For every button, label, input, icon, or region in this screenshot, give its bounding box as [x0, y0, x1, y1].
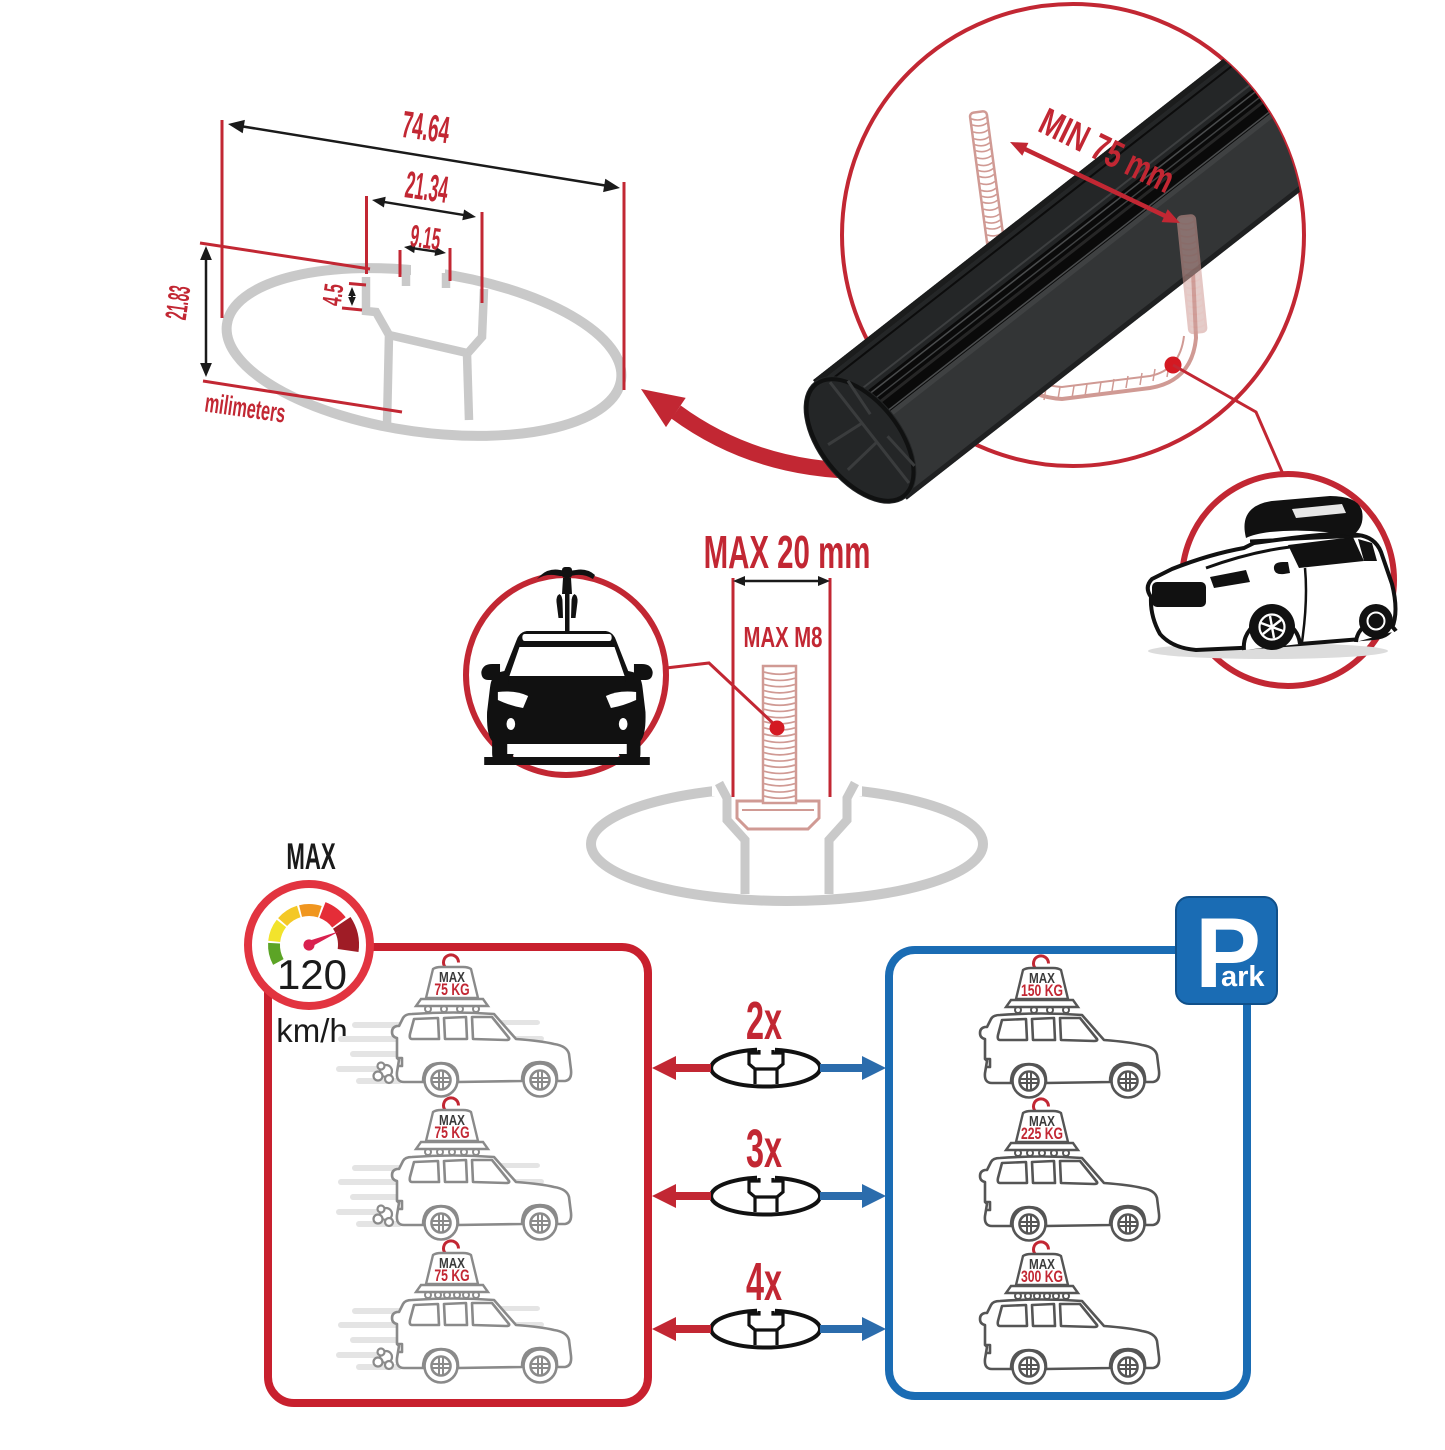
svg-text:4x: 4x: [746, 1253, 782, 1312]
svg-text:MAX 20 mm: MAX 20 mm: [704, 528, 871, 579]
svg-text:3x: 3x: [746, 1120, 782, 1179]
svg-text:MAX: MAX: [439, 1255, 465, 1272]
svg-text:21.34: 21.34: [403, 164, 452, 212]
svg-text:300 KG: 300 KG: [1021, 1268, 1063, 1286]
svg-text:74.64: 74.64: [399, 104, 452, 152]
svg-text:75 KG: 75 KG: [434, 1267, 469, 1285]
svg-text:MAX: MAX: [1029, 970, 1055, 987]
svg-text:21.83: 21.83: [159, 283, 197, 321]
svg-text:MAX: MAX: [1029, 1256, 1055, 1273]
svg-text:MAX: MAX: [1029, 1113, 1055, 1130]
svg-text:4.5: 4.5: [316, 282, 349, 308]
svg-text:9.15: 9.15: [408, 220, 443, 258]
svg-text:150 KG: 150 KG: [1021, 982, 1063, 1000]
svg-text:75 KG: 75 KG: [434, 981, 469, 999]
svg-text:P: P: [1195, 897, 1261, 1008]
svg-text:2x: 2x: [746, 992, 782, 1051]
svg-text:MAX M8: MAX M8: [744, 622, 823, 654]
svg-text:120: 120: [277, 951, 347, 998]
svg-text:MAX: MAX: [439, 1112, 465, 1129]
svg-text:MAX: MAX: [439, 969, 465, 986]
svg-text:km/h: km/h: [276, 1012, 348, 1049]
svg-text:ark: ark: [1221, 961, 1265, 993]
svg-text:MAX: MAX: [286, 836, 336, 877]
svg-text:75 KG: 75 KG: [434, 1124, 469, 1142]
svg-text:225 KG: 225 KG: [1021, 1125, 1063, 1143]
